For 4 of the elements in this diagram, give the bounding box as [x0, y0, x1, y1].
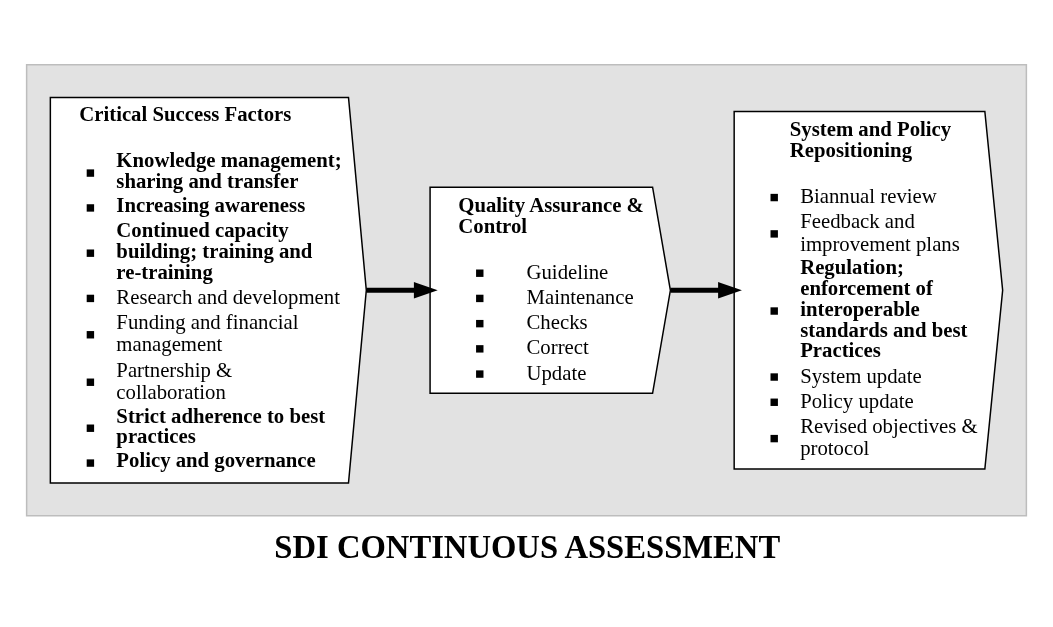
cluster	[25, 63, 1028, 516]
arrow	[670, 281, 742, 299]
arrow	[366, 281, 438, 299]
diagram-title: SDI CONTINUOUS ASSESSMENT	[274, 528, 781, 565]
